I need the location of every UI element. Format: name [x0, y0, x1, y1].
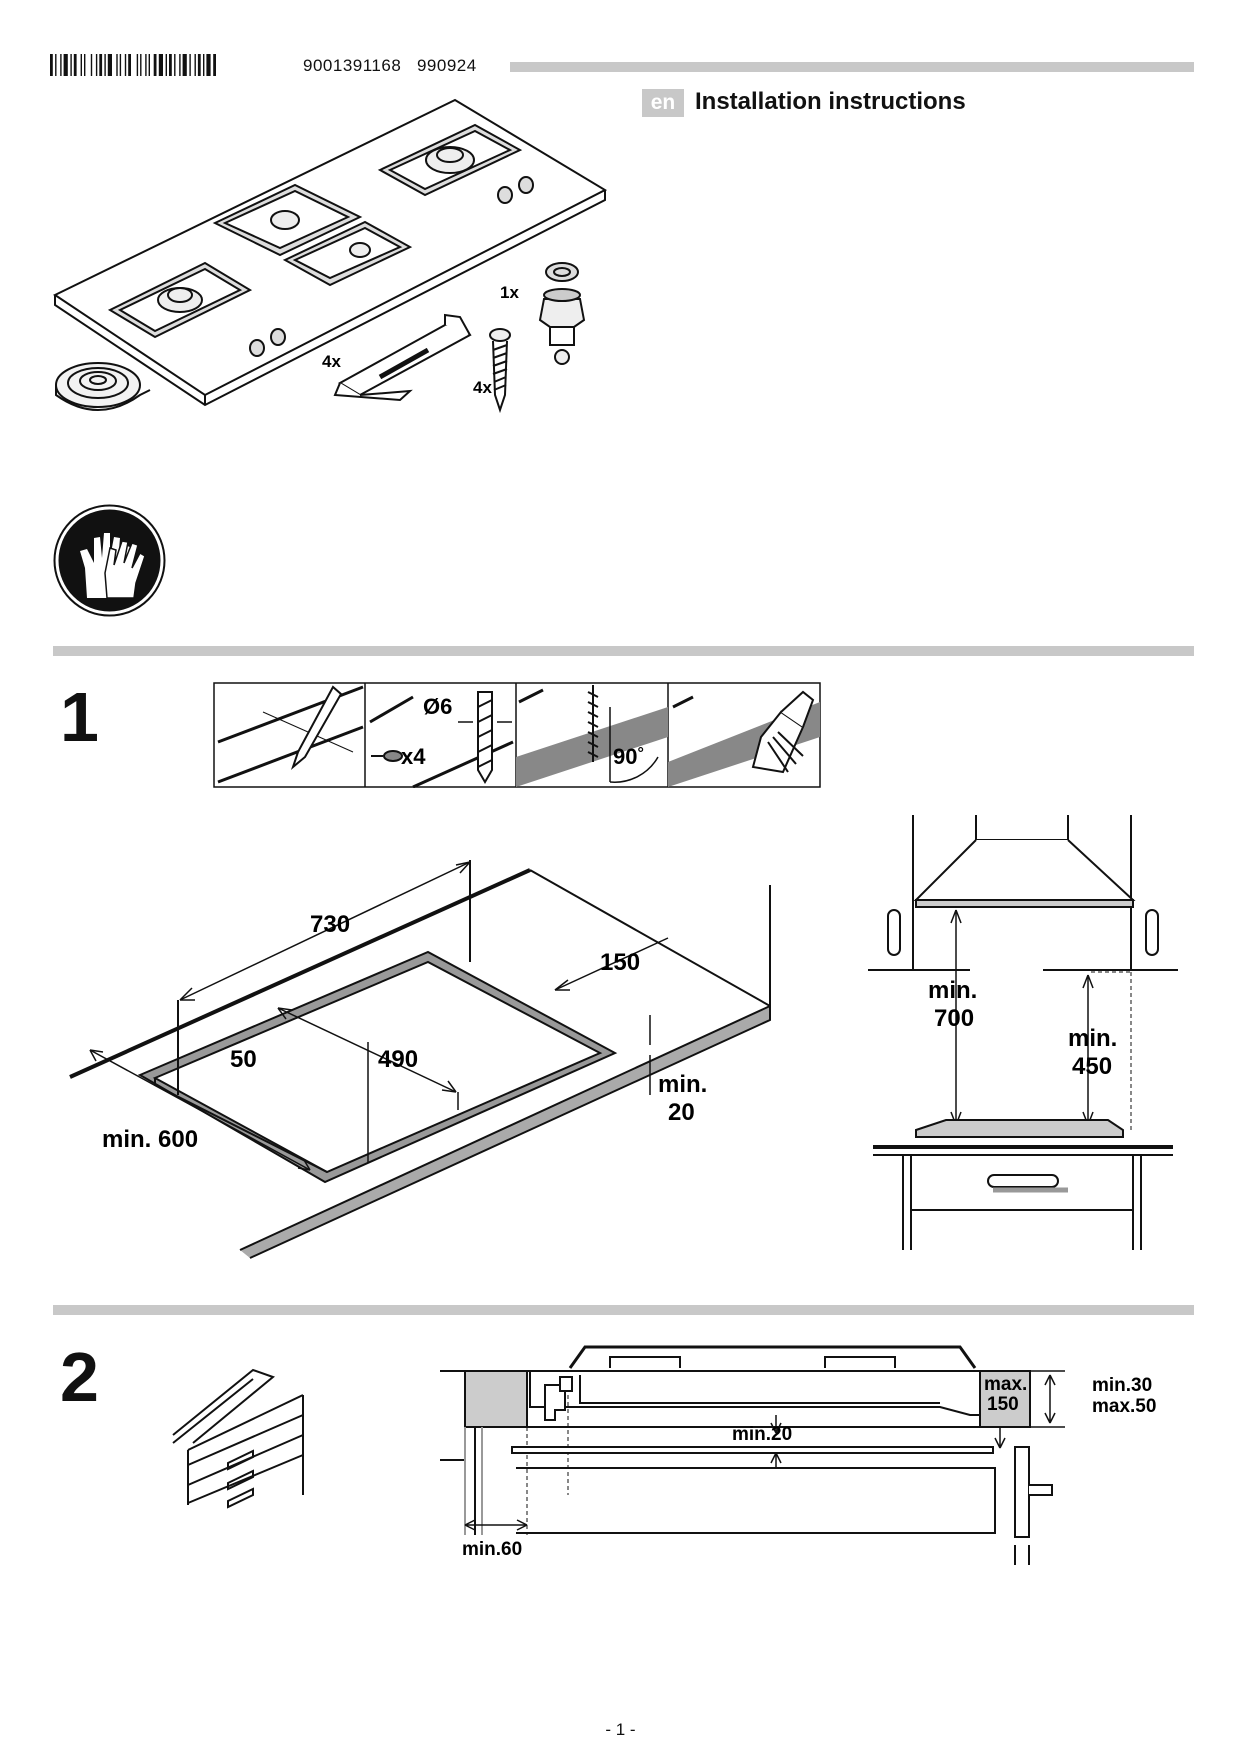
min-gap-20: min.20: [732, 1424, 792, 1445]
cut-angle: 90°: [613, 744, 644, 769]
section-2-rule: [53, 1305, 1194, 1315]
worktop-thickness-min: min.30: [1092, 1375, 1152, 1396]
screw-icon: [489, 328, 511, 414]
min-cabinet-label: min.: [1068, 1025, 1117, 1052]
cutout-tools-strip: Ø6 x4 90°: [213, 682, 821, 788]
brackets-qty: 4x: [322, 352, 341, 371]
dim-730: 730: [310, 911, 350, 938]
max-side-label: max.: [984, 1374, 1027, 1395]
marking-pencil-icon: [217, 685, 364, 784]
mounting-bracket-icon: [333, 313, 472, 402]
min-hood-label: min.: [928, 977, 977, 1004]
document-number-line: 9001391168 990924: [303, 56, 477, 76]
hob-parts-illustration: 1x 4x 4x: [52, 98, 608, 414]
sealing-tape-icon: [55, 362, 151, 411]
screws-qty: 4x: [473, 378, 492, 397]
jigsaw-blade-icon: [516, 685, 668, 787]
drill-diameter: Ø6: [423, 694, 452, 719]
language-badge: en: [642, 89, 684, 117]
hole-count: x4: [401, 744, 426, 769]
installation-section-diagram: max. 150 min.20 min.30 max.50 min.60: [440, 1345, 1156, 1565]
document-number: 9001391168: [303, 56, 402, 75]
sealing-brush-icon: [668, 690, 820, 787]
min-cabinet-value: 450: [1072, 1053, 1112, 1080]
dim-150: 150: [600, 949, 640, 976]
dim-min-600: min. 600: [102, 1126, 198, 1153]
glass-hob-icon: [52, 98, 608, 407]
drill-bit-icon: [369, 691, 514, 788]
wear-gloves-icon: [53, 504, 166, 617]
step-2-number: 2: [60, 1338, 99, 1416]
dim-490: 490: [378, 1046, 418, 1073]
section-1-rule: [53, 646, 1194, 656]
barcode: [50, 54, 216, 76]
worktop-thickness-max: max.50: [1092, 1396, 1156, 1417]
header-rule: [510, 62, 1194, 72]
worktop-cutout-diagram: 730 150 50 490 min. 600 min. 20: [69, 860, 771, 1259]
gas-connector-icon: [538, 262, 586, 365]
dim-min-thickness-label: min.: [658, 1071, 707, 1098]
hood-clearance-diagram: min. 700 min. 450: [868, 815, 1178, 1250]
document-date-code: 990924: [416, 56, 477, 75]
dim-50: 50: [230, 1046, 257, 1073]
step-1-number: 1: [60, 678, 99, 756]
max-side-value: 150: [987, 1394, 1019, 1415]
page-number: - 1 -: [605, 1720, 636, 1739]
min-hood-value: 700: [934, 1005, 974, 1032]
drawer-cabinet-icon: [172, 1368, 304, 1509]
page-title: Installation instructions: [695, 88, 966, 115]
gas-connector-qty: 1x: [500, 283, 519, 302]
dim-min-thickness-value: 20: [668, 1099, 695, 1126]
min-wall-distance: min.60: [462, 1539, 522, 1560]
